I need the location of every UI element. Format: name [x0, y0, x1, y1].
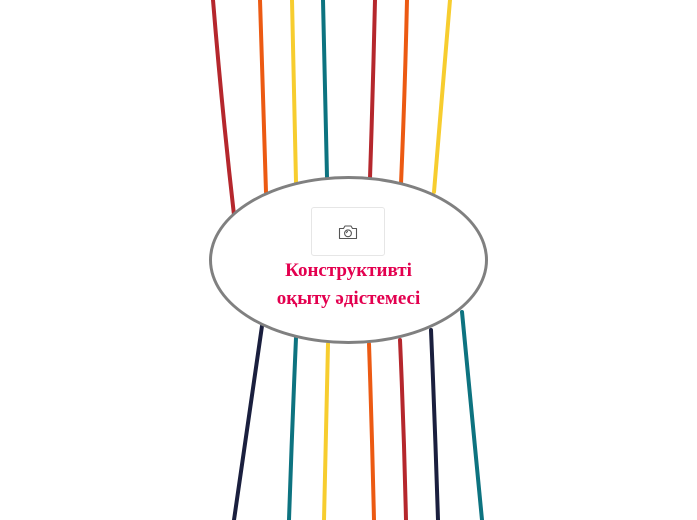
- branch-line[interactable]: [290, 0, 298, 184]
- branch-line[interactable]: [398, 338, 408, 520]
- branch-line[interactable]: [432, 0, 452, 194]
- branch-line[interactable]: [232, 324, 264, 520]
- branch-line[interactable]: [367, 342, 376, 520]
- branch-line[interactable]: [211, 0, 236, 217]
- branch-line[interactable]: [460, 310, 484, 520]
- branch-line[interactable]: [322, 342, 330, 520]
- branch-line[interactable]: [287, 336, 298, 520]
- add-image-button[interactable]: [311, 207, 385, 256]
- title-line-2: оқыту әдістемесі: [276, 288, 421, 309]
- camera-icon: [338, 224, 358, 239]
- branch-line[interactable]: [258, 0, 268, 194]
- branch-line[interactable]: [399, 0, 409, 186]
- branch-line[interactable]: [368, 0, 377, 180]
- branch-line[interactable]: [321, 0, 329, 179]
- central-topic-title[interactable]: Конструктивті оқыту әдістемесі: [239, 257, 458, 313]
- central-topic-node[interactable]: [209, 176, 488, 344]
- title-line-1: Конструктивті: [285, 260, 412, 281]
- branch-line[interactable]: [429, 328, 440, 520]
